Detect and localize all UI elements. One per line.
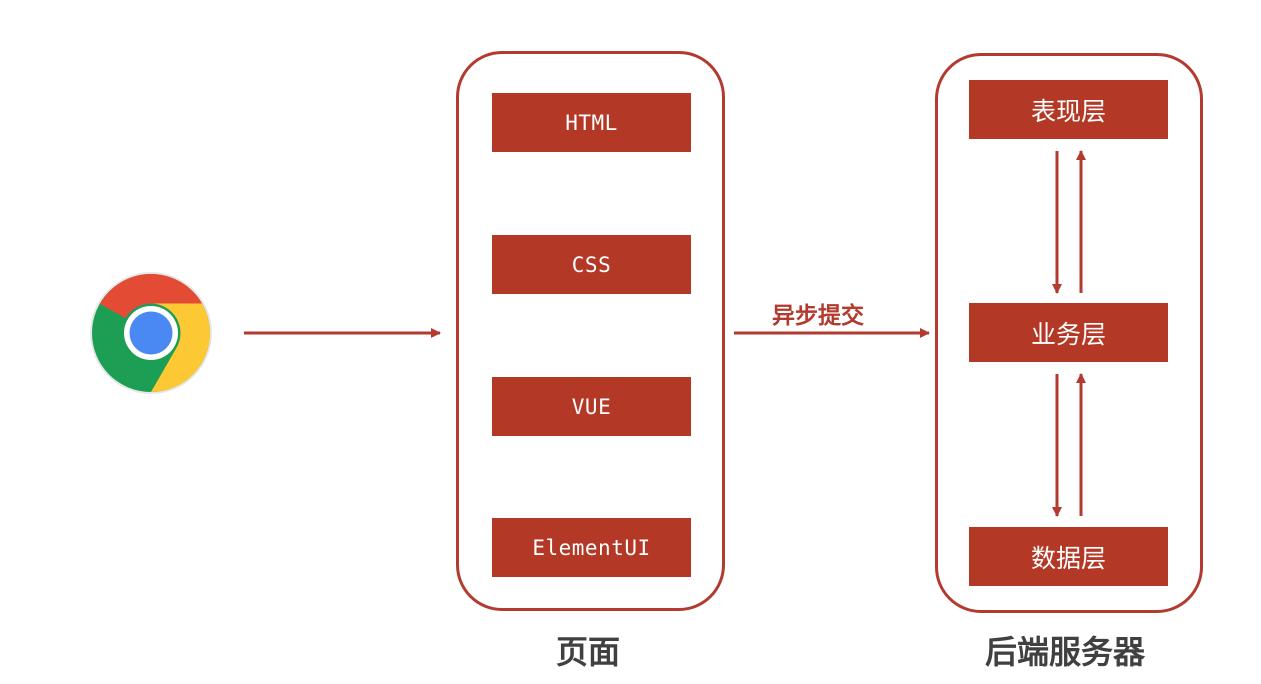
css-block: CSS bbox=[492, 235, 691, 294]
presentation-layer-block: 表现层 bbox=[969, 80, 1168, 139]
business-layer-block: 业务层 bbox=[969, 303, 1168, 362]
server-group-box bbox=[935, 53, 1203, 613]
server-group-caption: 后端服务器 bbox=[985, 633, 1146, 671]
data-layer-block: 数据层 bbox=[969, 527, 1168, 586]
elementui-block: ElementUI bbox=[492, 518, 691, 577]
vue-block: VUE bbox=[492, 377, 691, 436]
html-block: HTML bbox=[492, 93, 691, 152]
page-group-box bbox=[456, 51, 725, 611]
chrome-icon bbox=[90, 272, 212, 394]
page-group-caption: 页面 bbox=[556, 633, 621, 671]
async-submit-label: 异步提交 bbox=[772, 303, 864, 329]
